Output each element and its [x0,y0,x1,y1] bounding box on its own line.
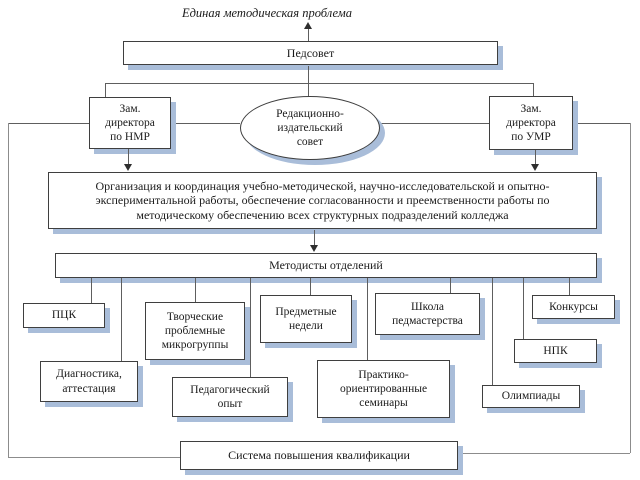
node-shkola-pedmasterstva: Школа педмастерства [375,293,480,335]
connector-line [121,278,122,361]
connector-line [533,83,534,96]
node-metodisty: Методисты отделений [55,253,597,278]
connector-line [367,278,368,360]
arrow-down-icon [310,245,318,252]
connector-line [535,150,536,165]
connector-line [450,278,451,293]
connector-line [195,278,196,302]
connector-line [91,278,92,303]
connector-line [314,230,315,246]
outer-border-line [458,453,630,454]
connector-line [128,149,129,165]
connector-line [523,278,524,339]
outer-border-line [8,123,9,457]
node-sistema-kvalifikacii: Система повышения квалификации [180,441,458,470]
connector-line [380,123,489,124]
node-tvorcheskie-gruppy: Творческие проблемные микрогруппы [145,302,245,360]
connector-line [492,278,493,385]
arrow-up-icon [304,22,312,29]
node-konkursy: Конкурсы [532,295,615,319]
outer-border-line [630,123,631,453]
connector-line [250,278,251,377]
node-izdat-sovet: Редакционно- издательский совет [240,96,380,160]
node-olimpiady: Олимпиады [482,385,580,408]
diagram-title: Единая методическая проблема [181,6,353,20]
node-predmetnye-nedeli: Предметные недели [260,295,352,343]
connector-line [308,29,309,41]
node-ped-opyt: Педагогический опыт [172,377,288,417]
arrow-down-icon [531,164,539,171]
outer-border-line [8,457,180,458]
connector-line [105,83,106,97]
node-pck: ПЦК [23,303,105,328]
node-diagnostika: Диагностика, аттестация [40,361,138,402]
arrow-down-icon [124,164,132,171]
connector-line [105,83,533,84]
node-koordinaciya: Организация и координация учебно-методич… [48,172,597,229]
connector-line [569,278,570,295]
node-zam-nmr: Зам. директора по НМР [89,97,171,149]
connector-line [8,123,89,124]
node-praktiko-seminary: Практико- ориентированные семинары [317,360,450,418]
connector-line [310,278,311,295]
node-npk: НПК [514,339,597,363]
node-zam-umr: Зам. директора по УМР [489,96,573,150]
connector-line [171,123,240,124]
connector-line [308,66,309,97]
connector-line [573,123,630,124]
node-pedsovet: Педсовет [123,41,498,65]
